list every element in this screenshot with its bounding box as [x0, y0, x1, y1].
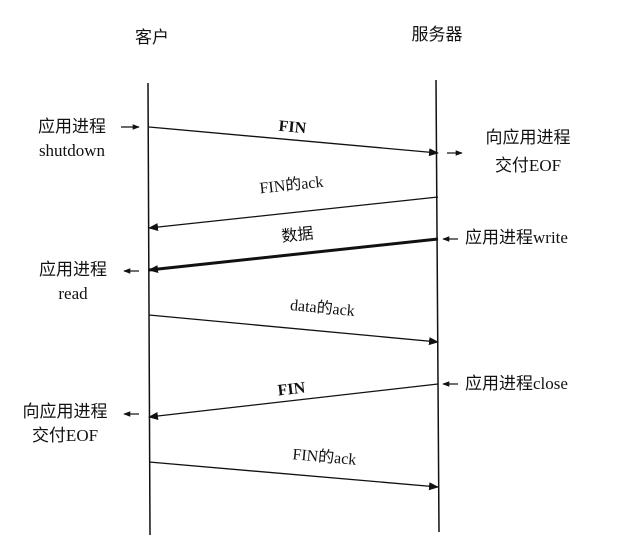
message-label-1: FIN — [278, 118, 307, 137]
message-arrow-5 — [148, 383, 439, 420]
client-header: 客户 — [135, 28, 169, 47]
message-arrow-1 — [148, 126, 439, 157]
client-label-3-line-2: 交付EOF — [32, 426, 98, 445]
server-header: 服务器 — [412, 25, 463, 44]
server-label-1-line-1: 向应用进程 — [486, 128, 571, 147]
client-label-1-line-1: 应用进程 — [38, 117, 106, 136]
message-arrow-6 — [148, 461, 439, 491]
message-label-2: FIN的ack — [259, 173, 325, 198]
message-arrow-4 — [148, 314, 439, 346]
message-arrow-3 — [148, 237, 439, 274]
client-label-2-line-1: 应用进程 — [39, 260, 107, 279]
client-label-1-line-2: shutdown — [39, 141, 106, 160]
message-label-6: FIN的ack — [292, 445, 357, 468]
message-label-3: 数据 — [281, 224, 315, 245]
client-label-2-line-2: read — [58, 284, 88, 303]
message-arrow-2 — [148, 196, 439, 232]
client-label-3-line-1: 向应用进程 — [23, 402, 108, 421]
server-label-2-line-1: 应用进程write — [465, 228, 568, 247]
server-label-1-line-2: 交付EOF — [495, 156, 561, 175]
server-lifeline — [435, 79, 440, 533]
message-label-5: FIN — [277, 379, 307, 399]
client-lifeline — [147, 82, 151, 536]
message-label-4: data的ack — [289, 296, 355, 320]
server-label-3-line-1: 应用进程close — [465, 374, 568, 393]
